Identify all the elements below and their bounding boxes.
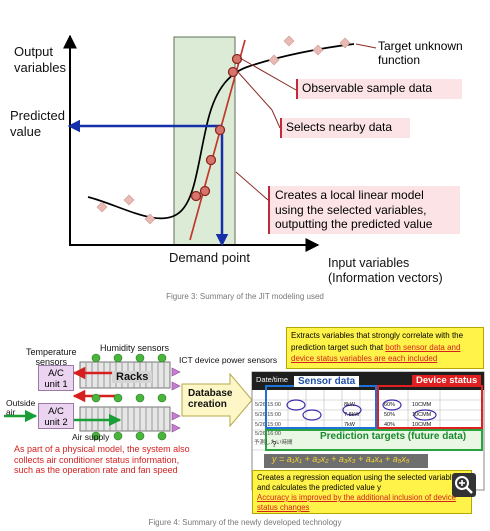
unknown-mark: ?: [272, 440, 277, 449]
device-status-frame: [377, 385, 483, 429]
selected-point: [190, 190, 202, 202]
air-supply-label: Air supply: [72, 432, 110, 442]
magnifier-plus-icon-glyph: [455, 476, 473, 494]
database-creation-arrow: [181, 372, 253, 428]
row-date-2: 5/26 15:00: [255, 412, 281, 418]
rack-row-2: [79, 406, 171, 432]
cell-value: 50%: [384, 412, 396, 418]
selected-point: [231, 53, 243, 65]
cell-value: 7.8kW: [344, 412, 360, 418]
row-date-3: 5/26 15:00: [255, 422, 281, 428]
observable-samples: [96, 35, 351, 225]
selected-point: [199, 185, 211, 197]
figure4-caption: Figure 4: Summary of the newly developed…: [148, 518, 342, 527]
cell-value: 7kW: [344, 422, 355, 428]
magnifier-plus-icon[interactable]: [452, 473, 476, 497]
figure3-caption: Figure 3: Summary of the JIT modeling us…: [166, 292, 324, 301]
sample-point: [123, 194, 135, 206]
target-function-curve: [87, 43, 355, 220]
prediction-targets-label: Prediction targets (future data): [320, 431, 467, 442]
ict-power-sensors: [171, 367, 181, 433]
sample-point: [268, 54, 280, 66]
row-date-1: 5/26 15:00: [255, 402, 281, 408]
cell-value: 40%: [384, 422, 396, 428]
cell-value: 10CMM: [412, 422, 432, 428]
selected-point: [205, 154, 217, 166]
selects-callout: Selects nearby data: [280, 118, 410, 138]
leader-selects-b: [271, 109, 281, 129]
leader-observable: [239, 57, 297, 91]
cell-value: 8kW: [344, 402, 355, 408]
future-row-label: 予測したい時間: [254, 440, 293, 446]
racks-label: Racks: [112, 371, 153, 383]
demand-region: [173, 36, 236, 246]
sample-point: [144, 213, 156, 225]
sample-point: [283, 35, 295, 47]
leader-selects: [237, 71, 273, 111]
sensor-data-label: Sensor data: [294, 376, 360, 387]
cell-value: 10CMM: [412, 412, 432, 418]
regression-bar: [264, 454, 428, 468]
cell-value: 60%: [384, 402, 396, 408]
demand-point-label: Demand point: [169, 250, 250, 265]
sample-point: [312, 44, 324, 56]
ict-power-sensors-label: ICT device power sensors: [179, 355, 278, 365]
selected-point: [214, 124, 226, 136]
sample-point: [96, 201, 108, 213]
regression-note: Creates a regression equation using the …: [252, 470, 472, 514]
humidity-sensors-label: Humidity sensors: [100, 343, 170, 353]
physical-model-note: As part of a physical model, the system …: [14, 444, 190, 475]
cell-value: 10CMM: [412, 402, 432, 408]
prediction-targets-frame: [265, 429, 483, 451]
leader-target: [355, 43, 377, 49]
leader-model: [235, 171, 269, 201]
extracts-note: Extracts variables that strongly correla…: [286, 327, 484, 369]
jit-model-graph: [63, 34, 377, 252]
row-date-4: 5/26 16:00: [255, 431, 281, 437]
selected-point: [227, 66, 239, 78]
humidity-sensors: [91, 353, 167, 441]
selected-samples: [190, 53, 243, 202]
regression-equation: y = a₁x₁ + a₂x₂ + a₃x₃ + a₄x₄ + a₅x₅: [272, 454, 410, 464]
date-time-header: Date/time: [256, 375, 289, 384]
observable-callout: Observable sample data: [296, 79, 462, 99]
device-status-label: Device status: [412, 375, 482, 386]
sample-point: [339, 37, 351, 49]
x-axis-label: Input variables(Information vectors): [328, 256, 443, 285]
